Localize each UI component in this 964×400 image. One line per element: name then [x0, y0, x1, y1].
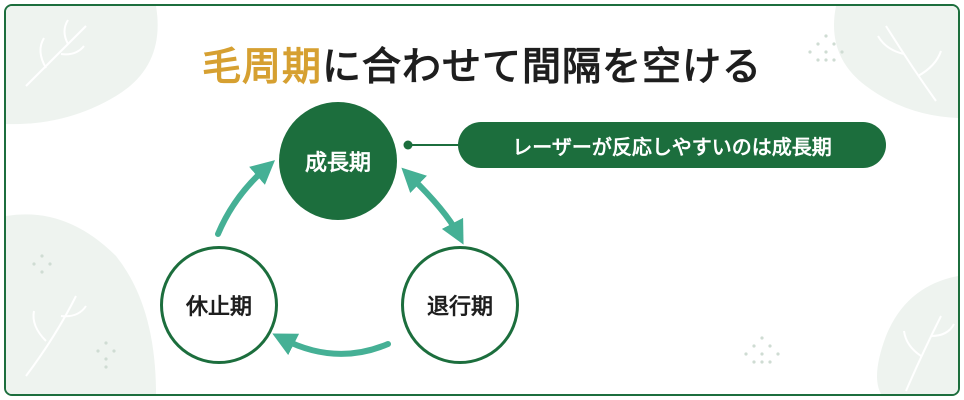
- background-decoration: [6, 6, 958, 394]
- diagram-card: 毛周期に合わせて間隔を空ける 成長期 退行期 休止期 レーザーが反応しやすいのは…: [4, 4, 960, 396]
- phase-node-rest: 休止期: [160, 246, 278, 364]
- leaf-icon: [877, 25, 942, 102]
- arrow-growth-regression: [401, 167, 464, 245]
- phase-node-regression: 退行期: [401, 246, 519, 364]
- corner-blob-bottom-left: [6, 214, 156, 394]
- callout-connector-dot: [403, 140, 413, 150]
- page-title: 毛周期に合わせて間隔を空ける: [6, 36, 958, 92]
- callout-pill: レーザーが反応しやすいのは成長期: [458, 122, 886, 168]
- leaf-icon: [25, 19, 87, 87]
- arrow-regression-rest: [272, 333, 391, 357]
- corner-blob-top-right: [834, 6, 958, 118]
- phase-label-regression: 退行期: [426, 295, 493, 320]
- phase-label-growth: 成長期: [304, 151, 371, 176]
- cycle-arrows: [215, 140, 464, 357]
- phase-node-growth: 成長期: [279, 102, 397, 220]
- leaf-icon: [903, 315, 955, 392]
- dot-pattern: [32, 34, 844, 369]
- leaf-icon: [25, 295, 87, 377]
- title-rest: に合わせて間隔を空ける: [322, 45, 763, 90]
- corner-blob-top-left: [6, 6, 158, 125]
- phase-label-rest: 休止期: [185, 295, 252, 320]
- callout-text: レーザーが反応しやすいのは成長期: [512, 134, 832, 159]
- title-accent: 毛周期: [201, 45, 322, 90]
- corner-blob-bottom-right: [877, 276, 958, 394]
- arrow-rest-growth: [215, 160, 276, 237]
